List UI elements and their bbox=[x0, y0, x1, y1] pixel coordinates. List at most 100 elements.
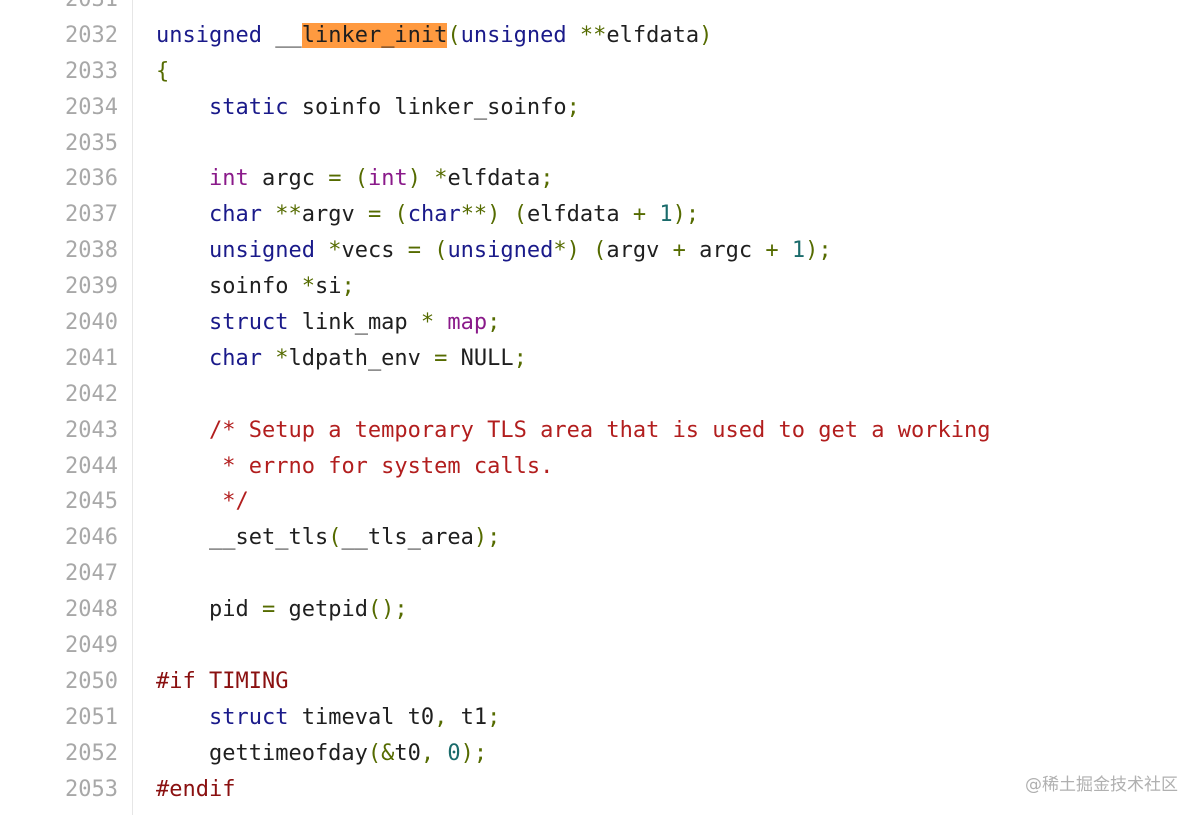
code-line: 2047 bbox=[0, 556, 1200, 592]
line-number: 2036 bbox=[65, 166, 118, 192]
code-token: link_map bbox=[288, 310, 421, 336]
line-number: 2046 bbox=[65, 525, 118, 551]
code-text: struct link_map * map; bbox=[156, 305, 500, 341]
code-text: struct timeval t0, t1; bbox=[156, 700, 500, 736]
code-token bbox=[262, 346, 275, 371]
code-token: + bbox=[672, 238, 686, 264]
code-token: __set_tls bbox=[156, 525, 329, 551]
code-token: ( bbox=[434, 238, 448, 264]
code-token bbox=[156, 202, 209, 227]
code-token: ** bbox=[275, 202, 302, 228]
code-token bbox=[500, 202, 513, 227]
code-token: soinfo linker_soinfo bbox=[288, 94, 567, 120]
line-number: 2038 bbox=[65, 238, 118, 264]
code-token: t1 bbox=[447, 704, 488, 730]
code-token: (& bbox=[367, 740, 395, 766]
code-token: gettimeofday bbox=[156, 740, 368, 766]
code-token: ( bbox=[354, 166, 368, 192]
code-token bbox=[156, 95, 209, 120]
code-token bbox=[156, 310, 209, 335]
line-number: 2047 bbox=[65, 561, 118, 587]
line-number: 2049 bbox=[65, 633, 118, 659]
code-line: 2050#if TIMING bbox=[0, 664, 1200, 700]
code-token: elfdata bbox=[606, 22, 700, 48]
code-token: unsigned bbox=[208, 238, 315, 264]
code-line: 2052 gettimeofday(&t0, 0); bbox=[0, 736, 1200, 772]
code-token: int bbox=[208, 166, 249, 192]
code-token bbox=[156, 454, 222, 479]
code-token: ( bbox=[513, 202, 527, 228]
code-token: ; bbox=[487, 704, 501, 730]
code-token bbox=[421, 238, 434, 263]
code-line: 2034 static soinfo linker_soinfo; bbox=[0, 90, 1200, 126]
code-token: + bbox=[632, 202, 647, 228]
code-token bbox=[779, 238, 792, 263]
code-token bbox=[156, 346, 209, 371]
code-token: ; bbox=[540, 166, 554, 192]
code-token: unsigned bbox=[460, 22, 567, 48]
code-token: vecs bbox=[341, 238, 408, 264]
code-text: int argc = (int) *elfdata; bbox=[156, 161, 553, 197]
code-token: map bbox=[447, 310, 488, 336]
code-token bbox=[156, 489, 222, 514]
code-token: ); bbox=[672, 202, 700, 228]
code-token: pid bbox=[156, 597, 262, 623]
code-token: ( bbox=[593, 238, 607, 264]
code-token: * bbox=[420, 310, 435, 336]
code-token: t0 bbox=[394, 740, 421, 766]
code-token: = bbox=[434, 345, 448, 371]
code-token: #endif bbox=[156, 776, 236, 802]
code-token: , bbox=[434, 704, 448, 730]
code-token: #if TIMING bbox=[156, 668, 289, 694]
code-text: soinfo *si; bbox=[156, 269, 355, 305]
code-token bbox=[421, 166, 434, 191]
code-token: */ bbox=[222, 489, 249, 515]
line-number: 2044 bbox=[65, 453, 118, 479]
code-token: * bbox=[301, 274, 315, 300]
code-token: timeval t0 bbox=[288, 704, 435, 730]
code-text: unsigned *vecs = (unsigned*) (argv + arg… bbox=[156, 233, 832, 269]
code-line: 2044 * errno for system calls. bbox=[0, 449, 1200, 485]
code-token: ( bbox=[394, 202, 408, 228]
code-text: char *ldpath_env = NULL; bbox=[156, 341, 527, 377]
code-token: ; bbox=[487, 310, 501, 336]
code-token: **) bbox=[460, 202, 501, 228]
code-line: 2038 unsigned *vecs = (unsigned*) (argv … bbox=[0, 233, 1200, 269]
code-line: 2031 bbox=[0, 0, 1200, 18]
code-token: 1 bbox=[791, 238, 806, 264]
code-token: unsigned bbox=[447, 238, 554, 264]
code-token: char bbox=[407, 202, 461, 228]
code-line: 2053 #endif bbox=[0, 772, 1200, 808]
code-text: char **argv = (char**) (elfdata + 1); bbox=[156, 197, 699, 233]
code-token: elfdata bbox=[447, 166, 541, 192]
line-number: 2053 bbox=[65, 776, 118, 802]
line-number: 2039 bbox=[65, 274, 118, 300]
code-token: NULL bbox=[447, 345, 514, 371]
code-text: static soinfo linker_soinfo; bbox=[156, 90, 580, 126]
line-number: 2035 bbox=[65, 130, 118, 156]
code-token: ) bbox=[407, 166, 421, 192]
code-line: 2043 /* Setup a temporary TLS area that … bbox=[0, 413, 1200, 449]
code-token: ) bbox=[699, 22, 713, 48]
code-token: ( bbox=[328, 525, 342, 551]
code-token: { bbox=[156, 58, 170, 84]
code-token: ** bbox=[579, 22, 607, 48]
code-token bbox=[315, 238, 328, 263]
code-token: ldpath_env bbox=[288, 345, 435, 371]
code-line: 2049 bbox=[0, 628, 1200, 664]
code-token: int bbox=[367, 166, 408, 192]
code-token bbox=[646, 202, 659, 227]
line-number: 2040 bbox=[65, 310, 118, 336]
code-token: elfdata bbox=[526, 202, 633, 228]
code-token: = bbox=[407, 238, 421, 264]
highlighted-token: linker_init bbox=[301, 22, 448, 48]
code-token: , bbox=[420, 740, 435, 766]
code-line: 2051 struct timeval t0, t1; bbox=[0, 700, 1200, 736]
code-token: ; bbox=[341, 274, 355, 300]
code-token: = bbox=[328, 166, 342, 192]
code-token: * bbox=[328, 238, 342, 264]
code-token bbox=[156, 166, 209, 191]
line-number: 2031 bbox=[0, 0, 118, 18]
